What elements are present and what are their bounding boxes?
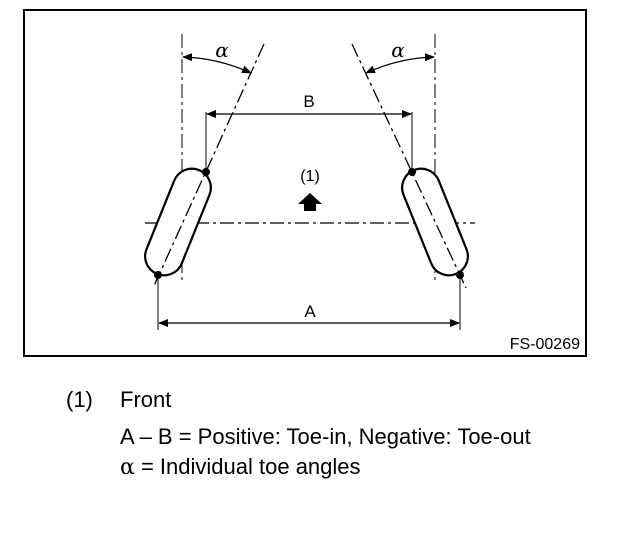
right-tire bbox=[401, 167, 469, 277]
front-marker-label: (1) bbox=[300, 168, 320, 185]
legend-item-front: Front bbox=[120, 387, 172, 412]
left-wheel-axis-line bbox=[152, 43, 265, 289]
figure-code: FS-00269 bbox=[510, 336, 580, 353]
left-alpha-arc bbox=[182, 53, 252, 74]
toe-angle-diagram: α α B A (1) FS-00269 bbox=[23, 9, 587, 357]
right-alpha-label: α bbox=[391, 38, 405, 62]
right-rear-point bbox=[456, 271, 464, 279]
right-wheel-axis-line bbox=[351, 43, 467, 289]
legend-alpha-definition: α = Individual toe angles bbox=[120, 454, 361, 480]
legend-formula: A – B = Positive: Toe-in, Negative: Toe-… bbox=[120, 424, 531, 449]
left-rear-point bbox=[154, 271, 162, 279]
legend-alpha-symbol: α bbox=[120, 455, 135, 480]
left-tire bbox=[144, 167, 212, 277]
dimension-b-label: B bbox=[303, 92, 314, 111]
figure-frame bbox=[23, 9, 587, 357]
dimension-a-label: A bbox=[304, 302, 316, 321]
right-front-point bbox=[408, 168, 416, 176]
front-arrow-icon bbox=[298, 193, 322, 211]
left-alpha-label: α bbox=[215, 38, 229, 62]
left-front-point bbox=[202, 168, 210, 176]
right-alpha-arc bbox=[365, 53, 435, 74]
legend-item-number: (1) bbox=[66, 387, 93, 412]
legend-alpha-text: = Individual toe angles bbox=[134, 454, 361, 479]
